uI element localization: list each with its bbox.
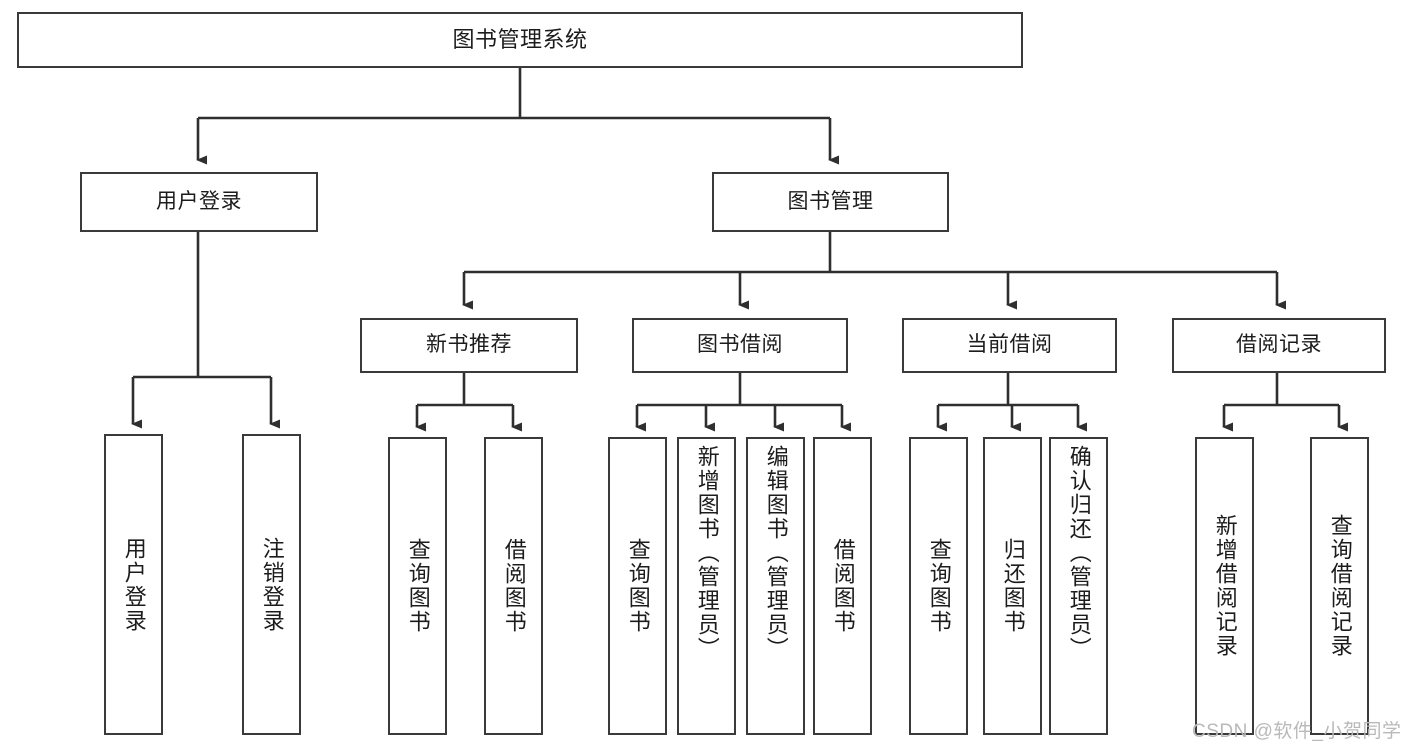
leaf-book-borrow-query[interactable]: 查询图书 (608, 437, 667, 735)
leaf-borrow-record-query[interactable]: 查询借阅记录 (1310, 437, 1369, 735)
node-book-management[interactable]: 图书管理 (712, 172, 949, 232)
node-label: 当前借阅 (966, 333, 1053, 357)
node-label: 借阅图书 (501, 538, 527, 634)
leaf-user-login-login[interactable]: 用户登录 (104, 434, 163, 735)
node-current-borrow[interactable]: 当前借阅 (902, 318, 1117, 373)
leaf-current-borrow-query[interactable]: 查询图书 (909, 437, 968, 735)
leaf-book-borrow-edit[interactable]: 编辑图书（管理员） (746, 437, 805, 735)
node-label: 借阅图书 (830, 538, 856, 634)
leaf-user-login-logout[interactable]: 注销登录 (242, 434, 301, 735)
node-book-borrow[interactable]: 图书借阅 (632, 318, 848, 373)
csdn-watermark: CSDN @软件_小贺同学 (1192, 721, 1402, 742)
node-label: 新增图书（管理员） (694, 445, 720, 661)
node-label: 查询图书 (625, 538, 651, 634)
node-new-book-recommend[interactable]: 新书推荐 (360, 318, 578, 373)
node-user-login[interactable]: 用户登录 (80, 172, 318, 232)
node-label: 新书推荐 (426, 333, 512, 357)
node-label: 查询图书 (405, 538, 431, 634)
node-label: 编辑图书（管理员） (763, 445, 789, 661)
node-label: 新增借阅记录 (1212, 514, 1238, 658)
node-label: 图书管理 (787, 189, 874, 213)
node-root-system[interactable]: 图书管理系统 (17, 12, 1023, 68)
node-label: 确认归还（管理员） (1066, 445, 1092, 661)
node-borrow-record[interactable]: 借阅记录 (1172, 318, 1386, 373)
node-label: 借阅记录 (1236, 333, 1322, 357)
leaf-book-borrow-add[interactable]: 新增图书（管理员） (677, 437, 736, 735)
node-label: 查询图书 (926, 538, 952, 634)
node-label: 注销登录 (259, 536, 285, 633)
node-label: 用户登录 (156, 189, 242, 213)
node-label: 归还图书 (1000, 538, 1026, 634)
node-label: 用户登录 (121, 536, 147, 633)
leaf-current-borrow-confirm-return[interactable]: 确认归还（管理员） (1049, 437, 1108, 735)
node-label: 图书借阅 (697, 333, 783, 357)
leaf-borrow-record-add[interactable]: 新增借阅记录 (1195, 437, 1254, 735)
leaf-new-book-query[interactable]: 查询图书 (388, 437, 447, 735)
node-label: 图书管理系统 (452, 27, 588, 53)
leaf-book-borrow-borrow[interactable]: 借阅图书 (813, 437, 872, 735)
leaf-new-book-borrow[interactable]: 借阅图书 (484, 437, 543, 735)
leaf-current-borrow-return[interactable]: 归还图书 (983, 437, 1042, 735)
node-label: 查询借阅记录 (1327, 514, 1353, 658)
